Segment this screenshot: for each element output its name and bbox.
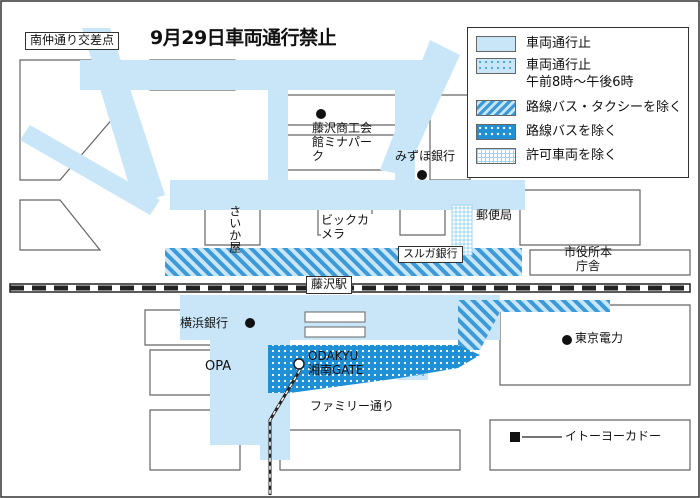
label-saikaya: さいか屋: [227, 205, 242, 253]
label-post-office: 郵便局: [476, 208, 513, 222]
label-fujisawa-station: 藤沢駅: [306, 276, 353, 294]
label-shonan-gate: 湘南GATE: [308, 363, 364, 377]
station-blocks: [304, 311, 366, 338]
location-dot: [245, 318, 255, 328]
page-title: 9月29日車両通行禁止: [150, 27, 337, 49]
label-yokohama-bank: 横浜銀行: [180, 316, 229, 330]
location-dot: [417, 170, 427, 180]
stripe-east: [458, 300, 610, 350]
bus-route: [268, 345, 480, 393]
label-odakyu: ODAKYU: [308, 349, 359, 363]
swatch-grid: [476, 148, 516, 164]
label-family-street: ファミリー通り: [310, 399, 395, 413]
label-bic-camera: ビックカメラ: [321, 213, 375, 242]
label-suruga-bank: スルガ銀行: [398, 246, 463, 263]
legend-item-closed: 車両通行止: [476, 36, 591, 53]
label-opa: OPA: [205, 359, 232, 374]
location-square: [510, 432, 520, 442]
location-dot: [316, 109, 326, 119]
legend: 車両通行止 車両通行止 午前8時〜午後6時 路線バス・タクシーを除く 路線バスを…: [467, 27, 689, 178]
label-tepco: 東京電力: [575, 331, 624, 345]
swatch-stripe: [476, 100, 516, 116]
legend-item-bus-taxi: 路線バス・タクシーを除く: [476, 100, 682, 117]
swatch-bus-dots: [476, 124, 516, 140]
swatch-dotted: [476, 58, 516, 74]
legend-item-bus: 路線バスを除く: [476, 124, 617, 141]
label-ito-yokado: イトーヨーカドー: [565, 429, 662, 443]
label-city-hall: 市役所本庁舎: [563, 245, 612, 273]
label-shoko-kaikan: 藤沢商工会館ミナパーク: [312, 121, 373, 163]
label-mizuho: みずほ銀行: [395, 149, 456, 163]
location-dot: [562, 335, 572, 345]
intersection-label: 南仲通り交差点: [25, 32, 120, 50]
legend-item-timed: 車両通行止 午前8時〜午後6時: [476, 58, 634, 92]
swatch-closed: [476, 36, 516, 52]
legend-item-permit: 許可車両を除く: [476, 148, 617, 165]
